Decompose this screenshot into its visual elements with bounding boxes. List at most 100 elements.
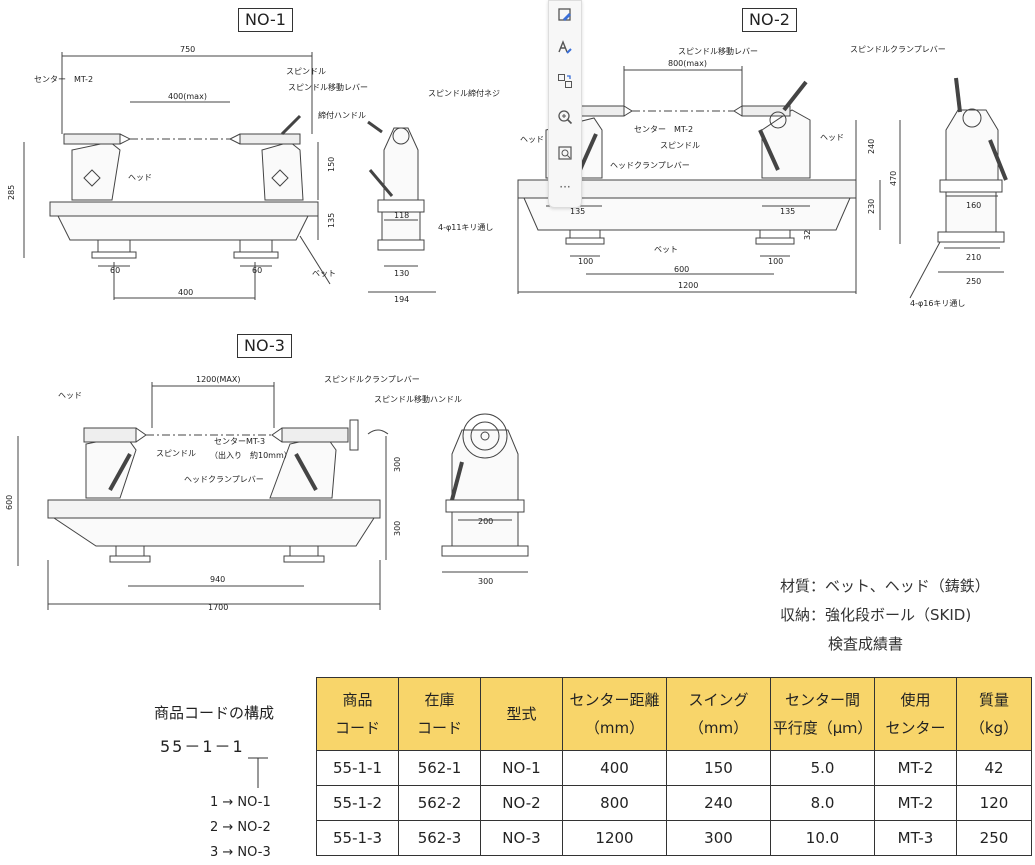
cell-center-used: MT-3: [874, 820, 957, 856]
no2-dim-135a: 135: [570, 207, 585, 216]
no3-dim-300a: 300: [393, 457, 402, 472]
no1-knob-left: [83, 169, 101, 187]
no1-foot-left: [97, 239, 131, 253]
no3-dim-600: 600: [5, 495, 14, 510]
no3-dim-940: 940: [210, 575, 225, 584]
drawing-title-no3: NO-3: [237, 334, 292, 358]
cell-model: NO-3: [480, 820, 563, 856]
no1-dim-118: 118: [394, 211, 409, 220]
no1-label-head: ヘッド: [128, 173, 152, 182]
drawing-no2: 800(max) 135 135 100 100 600 1200 240 23…: [517, 45, 1008, 308]
no2-label-bed: ベット: [654, 245, 678, 254]
cell-mass: 42: [956, 750, 1032, 786]
crop-icon[interactable]: [553, 141, 577, 165]
no1-spindle-right: [239, 133, 301, 145]
no1-label-bed: ベット: [312, 269, 336, 278]
drawing-title-no1: NO-1: [238, 8, 293, 32]
cell-parallelism: 5.0: [770, 750, 875, 786]
table-row: 55-1-2 562-2 NO-2 800 240 8.0 MT-2 120: [316, 785, 1032, 821]
no1-center-left: [119, 133, 132, 145]
no1-label-spindle-lever: スピンドル移動レバー: [288, 82, 368, 92]
no2-label-spindle-lever: スピンドル移動レバー: [678, 46, 758, 56]
no1-dim-foot-right: 60: [252, 266, 262, 275]
no1-side-spindle: [392, 127, 410, 145]
no1-label-center: センター MT-2: [34, 75, 93, 84]
text-style-icon[interactable]: [553, 35, 577, 59]
cell-center-distance: 400: [562, 750, 667, 786]
no2-label-head-right: ヘッド: [820, 133, 844, 142]
product-code-example: 55－1－1: [160, 737, 245, 756]
cell-stock-code: 562-1: [398, 750, 481, 786]
cell-parallelism: 10.0: [770, 820, 875, 856]
spec-header-row: 商品コード 在庫コード 型式 センター距離（mm） スイング（mm） センター間…: [316, 677, 1032, 751]
no2-dim-160: 160: [966, 201, 981, 210]
cell-model: NO-1: [480, 750, 563, 786]
no2-label-spindle-clamp-lever: スピンドルクランプレバー: [850, 45, 946, 54]
no1-bed-body: [57, 215, 309, 241]
cell-stock-code: 562-3: [398, 820, 481, 856]
no2-dim-foot-left: 100: [578, 257, 593, 266]
no1-foot-left-base: [91, 251, 137, 259]
no3-label-stroke: （出入り 約10mm）: [210, 450, 292, 460]
code-map-item: 2 → NO-2: [210, 820, 271, 835]
cell-center-distance: 800: [562, 785, 667, 821]
no2-dim-240: 240: [867, 139, 876, 154]
no2-dim-32: 32: [803, 230, 812, 240]
no1-dim-center-dist: 400(max): [168, 92, 207, 101]
convert-icon[interactable]: [553, 69, 577, 93]
no1-head-right: [261, 141, 304, 201]
notes: 材質：ベット、ヘッド（鋳鉄） 収納：強化段ボール（SKID) 検査成績書: [780, 572, 990, 659]
no2-label-head-clamp-lever: ヘッドクランプレバー: [610, 161, 690, 170]
cell-product-code: 55-1-1: [316, 750, 399, 786]
cell-swing: 240: [666, 785, 771, 821]
cell-mass: 250: [956, 820, 1032, 856]
no3-head-left: [85, 435, 137, 499]
no1-spindle-left: [63, 133, 121, 145]
product-code-title: 商品コードの構成: [154, 704, 275, 722]
cell-product-code: 55-1-2: [316, 785, 399, 821]
cell-center-used: MT-2: [874, 750, 957, 786]
product-code-bracket: [248, 757, 268, 788]
header-parallelism: センター間平行度（μｍ）: [770, 677, 875, 751]
no3-bed-top: [47, 499, 381, 519]
header-model: 型式: [480, 677, 563, 751]
zoom-icon[interactable]: [553, 105, 577, 129]
no2-dim-center-dist: 800(max): [668, 59, 707, 68]
no3-label-center: センターMT-3: [214, 437, 265, 446]
no2-dim-foot-right: 100: [768, 257, 783, 266]
cell-parallelism: 8.0: [770, 785, 875, 821]
no3-bed-body: [52, 517, 375, 547]
no1-dim-foot-span: 400: [178, 288, 193, 297]
code-map-item: 1 → NO-1: [210, 795, 271, 810]
no1-label-holes: 4-φ11キリ通し: [438, 222, 493, 232]
no2-dim-230: 230: [867, 199, 876, 214]
no2-dim-foot-span: 600: [674, 265, 689, 274]
no3-label-spindle-clamp-lever: スピンドルクランプレバー: [324, 375, 420, 384]
no1-label-spindle: スピンドル: [286, 67, 326, 76]
edit-image-icon[interactable]: [553, 3, 577, 27]
more-icon[interactable]: ···: [559, 180, 571, 194]
header-center-used: 使用センター: [874, 677, 957, 751]
note-material: 材質：ベット、ヘッド（鋳鉄）: [780, 577, 990, 595]
cell-stock-code: 562-2: [398, 785, 481, 821]
no1-knob-right: [271, 169, 289, 187]
no2-label-holes: 4-φ16キリ通し: [910, 298, 965, 308]
no3-label-spindle-handle: スピンドル移動ハンドル: [374, 394, 462, 404]
table-row: 55-1-1 562-1 NO-1 400 150 5.0 MT-2 42: [316, 750, 1032, 786]
no3-label-head: ヘッド: [58, 391, 82, 400]
no1-label-clamp-screw: スピンドル締付ネジ: [428, 88, 500, 98]
no1-label-clamp-handle: 締付ハンドル: [318, 110, 366, 120]
cell-center-distance: 1200: [562, 820, 667, 856]
product-code-map: 1 → NO-1 2 → NO-2 3 → NO-3: [210, 790, 271, 865]
header-swing: スイング（mm）: [666, 677, 771, 751]
cell-mass: 120: [956, 785, 1032, 821]
no1-side-head: [383, 127, 419, 201]
drawing-no3: 1200(MAX) 600 300 300 200 300 940 1700 ヘ…: [5, 375, 529, 612]
cell-product-code: 55-1-3: [316, 820, 399, 856]
note-report: 検査成績書: [828, 635, 904, 653]
no2-dim-210: 210: [966, 253, 981, 262]
header-mass: 質量（kg）: [956, 677, 1032, 751]
no1-dim-135: 135: [327, 213, 336, 228]
no1-head-left: [71, 141, 121, 201]
header-product-code: 商品コード: [316, 677, 399, 751]
